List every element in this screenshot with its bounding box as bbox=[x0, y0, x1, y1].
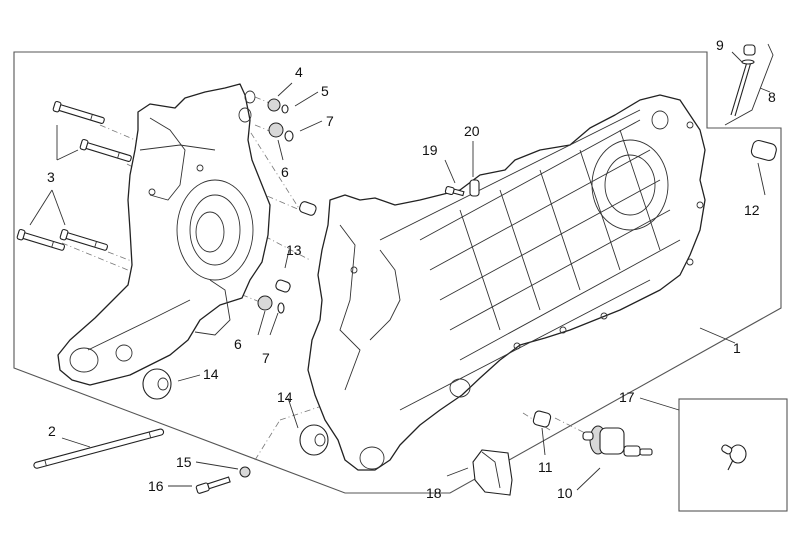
callout-10: 10 bbox=[557, 485, 573, 501]
callout-9: 9 bbox=[716, 37, 724, 53]
callout-5: 5 bbox=[321, 83, 329, 99]
callout-17: 17 bbox=[619, 389, 635, 405]
callout-18: 18 bbox=[426, 485, 442, 501]
left-crankcase-half bbox=[57, 83, 271, 386]
bolts-part-3 bbox=[16, 100, 132, 251]
callout-7-lower: 7 bbox=[262, 350, 270, 366]
callout-11: 11 bbox=[538, 459, 553, 475]
callout-1: 1 bbox=[733, 340, 741, 356]
callout-8: 8 bbox=[768, 89, 776, 105]
inset-box-17 bbox=[678, 398, 788, 512]
assembly-frame bbox=[13, 51, 782, 494]
right-crankcase-half bbox=[307, 94, 706, 471]
callout-13: 13 bbox=[286, 242, 302, 258]
callout-19: 19 bbox=[422, 142, 438, 158]
callout-15: 15 bbox=[176, 454, 192, 470]
leader-lines bbox=[29, 43, 774, 491]
callout-16: 16 bbox=[148, 478, 164, 494]
callout-6-upper: 6 bbox=[281, 164, 289, 180]
callout-12: 12 bbox=[744, 202, 760, 218]
callout-14-left: 14 bbox=[203, 366, 219, 382]
callout-20: 20 bbox=[464, 123, 480, 139]
stud-part-2 bbox=[33, 428, 165, 469]
callout-7-upper: 7 bbox=[326, 113, 334, 129]
callout-14-right: 14 bbox=[277, 389, 293, 405]
callout-3: 3 bbox=[47, 169, 55, 185]
callout-4: 4 bbox=[295, 64, 303, 80]
callout-6-lower: 6 bbox=[234, 336, 242, 352]
callout-2: 2 bbox=[48, 423, 56, 439]
small-parts bbox=[142, 44, 777, 496]
